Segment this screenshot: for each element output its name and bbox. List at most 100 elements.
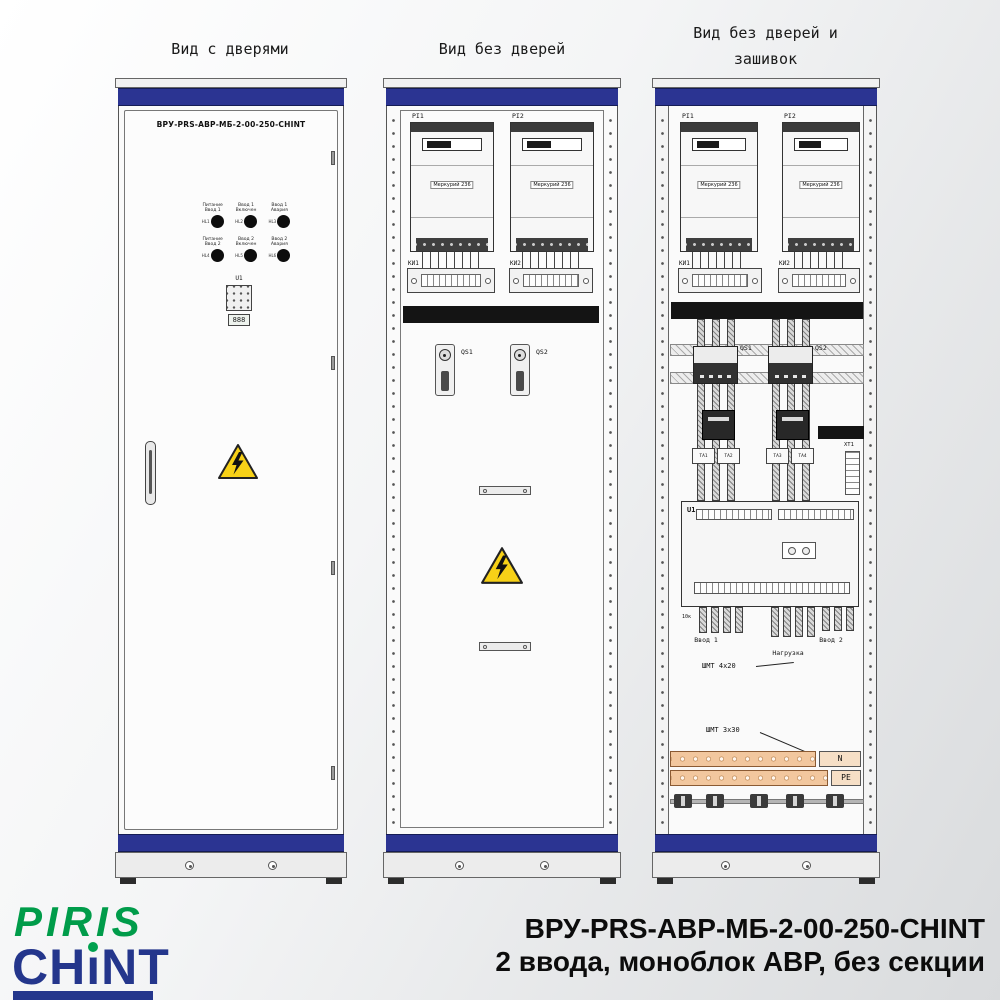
current-transformer: ТА4 — [791, 448, 814, 464]
input2-label: Ввод 2 — [819, 636, 843, 644]
terminal-block-xt1 — [845, 451, 860, 495]
indicator-ref: HL6 — [268, 253, 277, 258]
cabinet-bottom-band — [118, 834, 344, 852]
cabinet-foot — [657, 878, 673, 884]
chint-logo-underline — [13, 991, 153, 1000]
vertical-busbar — [822, 607, 830, 631]
qs1-label: QS1 — [461, 348, 473, 356]
screw-icon — [485, 278, 491, 284]
view-title-without-doors: Вид без дверей — [438, 40, 566, 58]
door-hinge — [331, 561, 335, 575]
indicator-lamp-icon — [277, 249, 291, 262]
meter-display — [794, 138, 848, 151]
meter-top-cover — [783, 123, 859, 132]
indicator-ref: HL2 — [235, 219, 243, 224]
door-hinge — [331, 356, 335, 370]
connector-strip — [479, 486, 531, 495]
cabinet-foot — [600, 878, 616, 884]
u1-note-label: 10к — [682, 614, 692, 620]
ki-label: КИ2 — [779, 260, 790, 267]
indicator-caption: Ввод 2 — [271, 237, 288, 242]
plinth-screw-icon — [540, 861, 550, 870]
frame-hole-column — [867, 114, 874, 826]
plinth-screw-icon — [720, 861, 730, 870]
caption-model-line: ВРУ-PRS-АВР-МБ-2-00-250-CHINT — [524, 913, 985, 944]
n-busbar-label: N — [819, 751, 861, 767]
frame-post — [863, 106, 876, 834]
cabinet-foot — [388, 878, 404, 884]
qs1-label: QS1 — [740, 344, 752, 352]
breaker-unit — [776, 410, 809, 440]
meter-label: PI2 — [512, 112, 524, 120]
terminal-strip — [421, 274, 481, 287]
indicator-lamp-icon — [277, 215, 291, 228]
input1-label: Ввод 1 — [694, 636, 718, 644]
indicator-caption: Питание — [202, 237, 223, 242]
drawing-caption: ВРУ-PRS-АВР-МБ-2-00-250-CHINT 2 ввода, м… — [495, 912, 985, 978]
meter-brand-label: Меркурий 236 — [697, 181, 741, 189]
warning-triangle-icon — [218, 444, 258, 479]
switch-stem — [441, 371, 449, 391]
vertical-busbar — [807, 607, 815, 637]
terminal-strip — [696, 509, 772, 520]
qs2-label: QS2 — [815, 344, 827, 352]
connector-strip — [479, 642, 531, 651]
plinth-screw-icon — [268, 861, 277, 870]
screw-icon — [513, 278, 519, 284]
n-busbar — [670, 751, 816, 767]
vertical-busbar — [711, 607, 719, 633]
meter-display — [522, 138, 582, 151]
xt1-label: ХТ1 — [844, 442, 854, 448]
cabinet-foot — [859, 878, 875, 884]
meter-wires — [422, 252, 482, 268]
u1-controller-front — [226, 285, 252, 311]
cabinet-view-without-doors: PI1 Меркурий 236 PI2 Меркурий 236 КИ1 — [383, 78, 621, 884]
screw-icon — [411, 278, 417, 284]
black-busbar-cover — [403, 306, 599, 323]
test-terminal-block-ki1: КИ1 — [407, 260, 495, 293]
vertical-busbar — [699, 607, 707, 633]
ats-monoblock-u1: U1 — [681, 501, 859, 607]
ki-label: КИ1 — [408, 260, 419, 267]
frame-hole-column — [607, 114, 614, 826]
frame-hole-column — [390, 114, 397, 826]
view-title-with-doors: Вид с дверями — [171, 40, 289, 58]
vertical-busbar — [783, 607, 791, 637]
mounting-bracket — [786, 794, 804, 808]
indicator-caption: Ввод 2 — [238, 237, 254, 242]
chint-logo-left: CH — [12, 939, 87, 995]
shmt-4x20-label: ШМТ 4х20 — [702, 662, 736, 670]
mounting-bracket — [826, 794, 844, 808]
cabinet-bottom-band — [386, 834, 618, 852]
plinth-screw-icon — [185, 861, 194, 870]
view-title-line2: зашивок — [733, 50, 798, 68]
terminal-strip — [692, 274, 748, 287]
switch-qs2-unit — [768, 346, 813, 384]
indicator-caption: Авария — [270, 208, 288, 214]
meter-terminal-strip — [788, 238, 854, 251]
indicator-lamp-icon — [210, 249, 224, 262]
door-model-label: ВРУ-PRS-АВР-МБ-2-00-250-CHINT — [156, 120, 306, 129]
door-handle — [145, 441, 156, 505]
current-transformer: ТА1 — [692, 448, 715, 464]
meter-top-cover — [511, 123, 593, 132]
vertical-busbar — [771, 607, 779, 637]
switch-knob-icon — [438, 349, 451, 361]
meter-wires — [794, 252, 848, 268]
indicator-ref: HL5 — [235, 253, 243, 258]
meter-display — [692, 138, 746, 151]
test-terminal-block-ki2: КИ2 — [509, 260, 593, 293]
cabinet-top-lid — [115, 78, 347, 88]
leader-line — [755, 662, 794, 667]
meter-top-cover — [681, 123, 757, 132]
current-transformer: ТА2 — [717, 448, 740, 464]
indicator-caption: Авария — [270, 242, 288, 248]
indicator-caption: Ввод 1 — [271, 203, 288, 208]
mounting-bracket — [750, 794, 768, 808]
switch-knob-icon — [513, 349, 526, 361]
view-title-without-doors-and-covers: Вид без дверей и зашивок — [658, 20, 873, 72]
